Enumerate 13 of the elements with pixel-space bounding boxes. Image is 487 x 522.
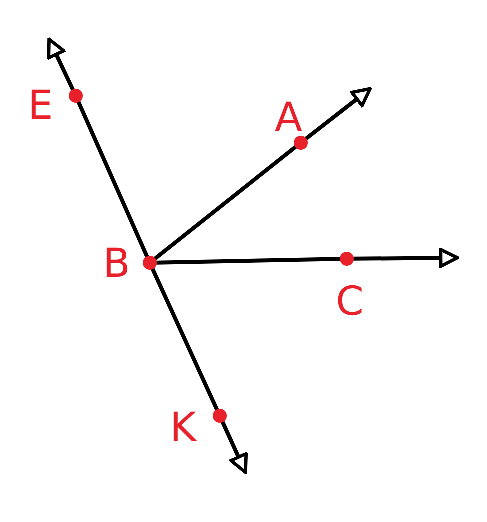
point-label: K (170, 408, 196, 448)
line-segment (155, 257, 342, 265)
ray-arrow (304, 87, 372, 141)
point-label: B (103, 244, 130, 284)
line-segment (150, 267, 220, 412)
ray-arrow (352, 248, 460, 268)
point-label: C (336, 282, 364, 322)
line-segment (153, 145, 298, 261)
line-segment (76, 100, 150, 259)
point-label: E (28, 86, 54, 126)
point-label: A (275, 98, 302, 138)
ray-arrow (47, 38, 75, 92)
ray-arrow (220, 420, 248, 474)
